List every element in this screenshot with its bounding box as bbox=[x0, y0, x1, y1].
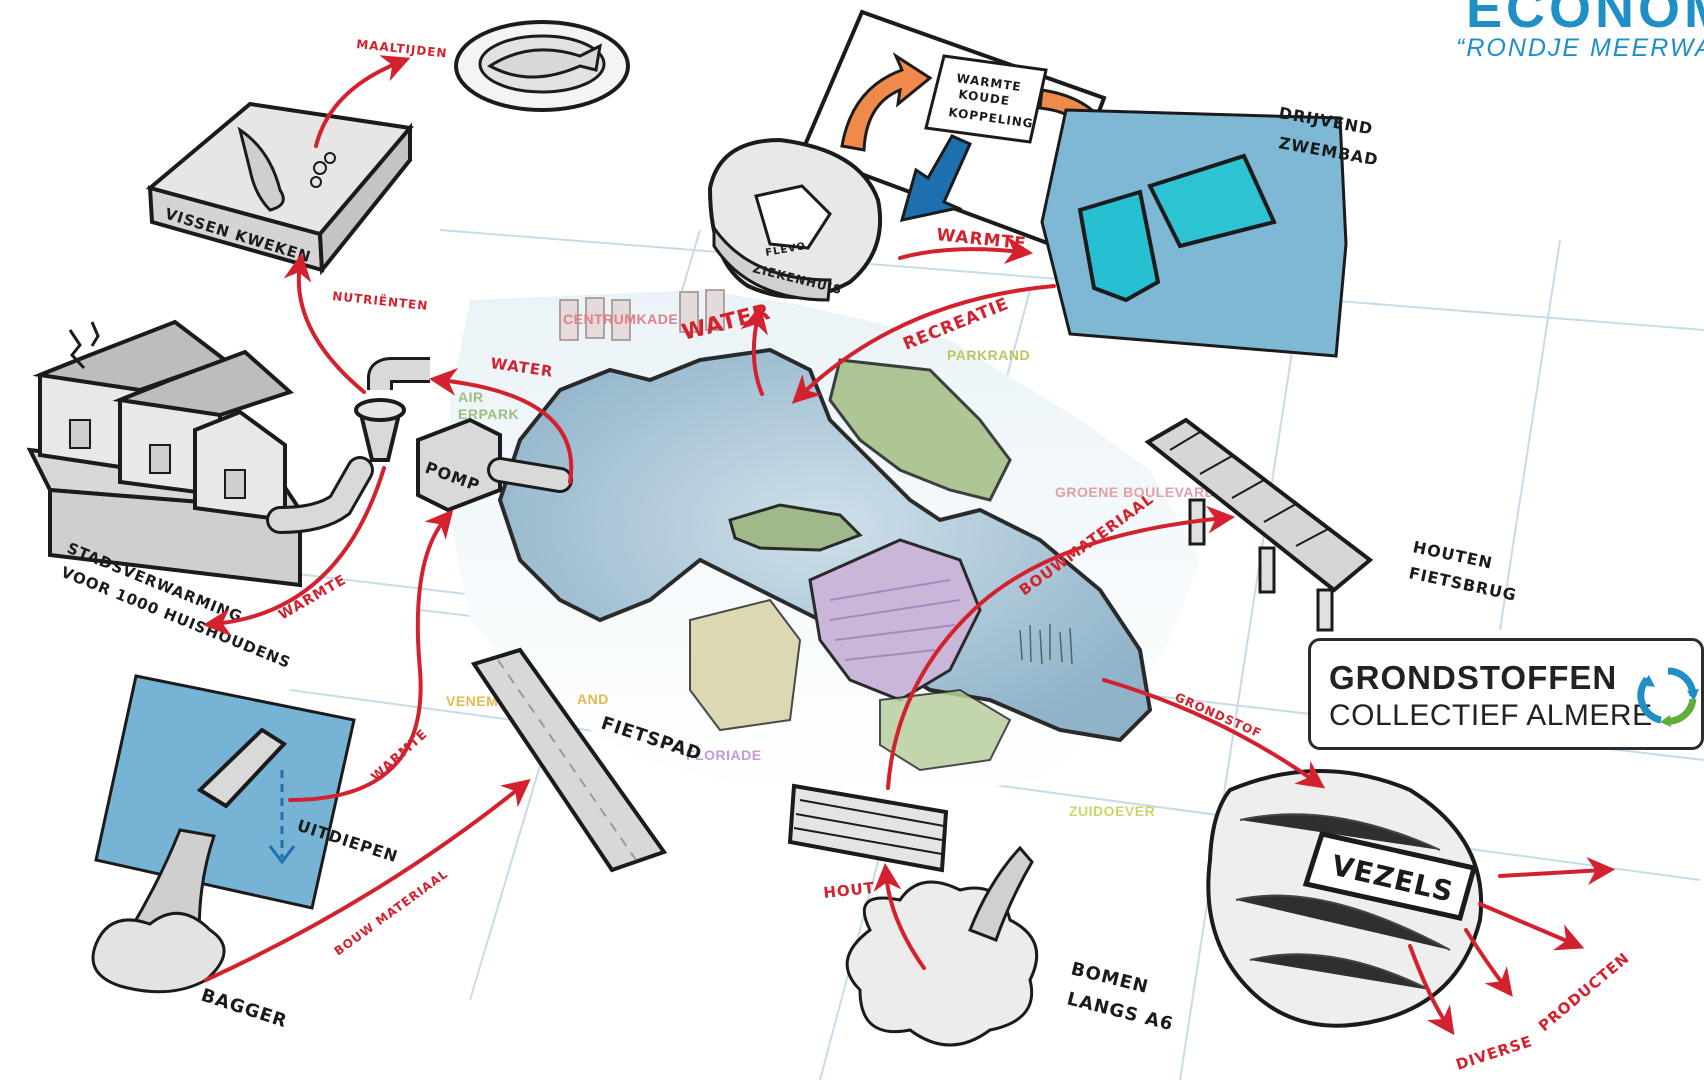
flow-label-producten: PRODUCTEN bbox=[1535, 949, 1633, 1035]
flow-producten-1-arrow bbox=[1500, 870, 1604, 876]
flow-nutrienten-arrow bbox=[299, 264, 364, 392]
flow-label-nutrienten: NUTRIËNTEN bbox=[332, 288, 429, 313]
bridge-label-2: FIETSBRUG bbox=[1407, 563, 1518, 604]
flow-label-grondstof: GRONDSTOF bbox=[1173, 690, 1264, 741]
map-label-zuidoever: ZUIDOEVER bbox=[1069, 803, 1155, 819]
map-label-centrumkade: CENTRUMKADE bbox=[563, 311, 678, 327]
page-subtitle: “RONDJE MEERWATER” bbox=[1456, 34, 1704, 63]
gca-logo-line1: GRONDSTOFFEN bbox=[1329, 659, 1617, 697]
map-label-parkrand: PARKRAND bbox=[947, 347, 1030, 363]
map-label-air: AIR bbox=[458, 389, 484, 405]
fish-plate-icon bbox=[456, 22, 628, 110]
recycle-icon bbox=[1637, 665, 1699, 727]
map-label-evenement: VENEM bbox=[446, 693, 498, 709]
flow-producten-2-arrow bbox=[1480, 904, 1574, 944]
flow-label-diverse: DIVERSE bbox=[1454, 1032, 1535, 1074]
dredge-label: BAGGER bbox=[198, 985, 289, 1033]
flow-producten-3-arrow bbox=[1466, 930, 1506, 988]
flow-label-maaltijden: MAALTIJDEN bbox=[356, 37, 448, 60]
gca-logo-box: GRONDSTOFFEN COLLECTIEF ALMERE bbox=[1308, 638, 1704, 750]
trees-icon bbox=[847, 848, 1037, 1045]
timber-logs-icon bbox=[790, 786, 946, 870]
trees-label-2: LANGS A6 bbox=[1065, 988, 1176, 1035]
flow-label-warmte-bagger: WARMTE bbox=[369, 727, 431, 785]
map-label-and: AND bbox=[577, 691, 609, 707]
gca-logo-line2: COLLECTIEF ALMERE bbox=[1329, 699, 1653, 733]
